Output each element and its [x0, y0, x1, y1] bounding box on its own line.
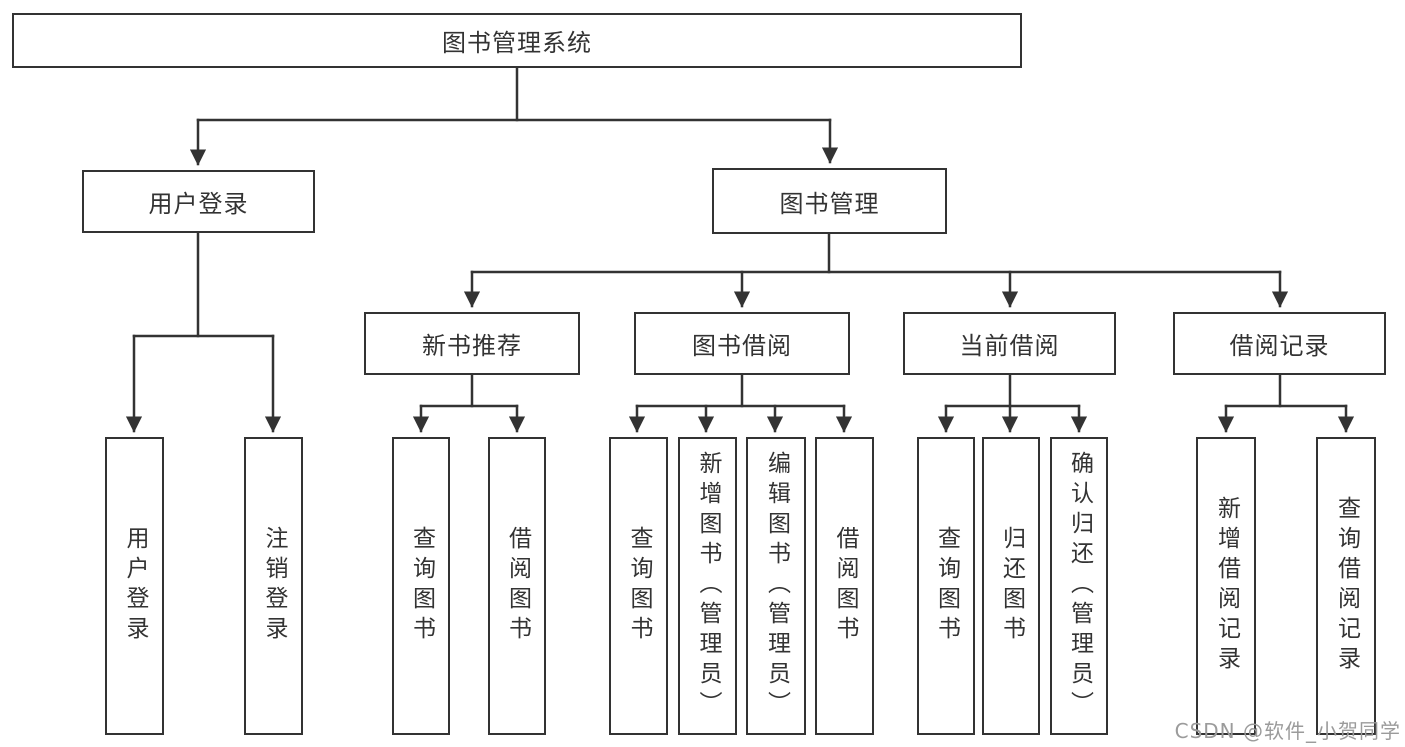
leaf-query-books-current: 查询图书 [917, 437, 975, 735]
node-label: 归还图书 [998, 526, 1025, 646]
node-label: 查询图书 [408, 526, 435, 646]
node-label: 查询图书 [933, 526, 960, 646]
leaf-user-login: 用户登录 [105, 437, 164, 735]
node-label: 图书借阅 [692, 332, 792, 360]
node-label: 查询图书 [626, 526, 652, 646]
node-library-management-system: 图书管理系统 [12, 13, 1022, 68]
leaf-borrow-books-borrowing: 借阅图书 [815, 437, 874, 735]
node-label: 当前借阅 [959, 332, 1060, 360]
node-user-login: 用户登录 [82, 170, 315, 233]
node-label: 用户登录 [148, 190, 249, 218]
node-label: 编辑图书（管理员） [763, 451, 790, 721]
node-label: 借阅图书 [504, 526, 531, 646]
node-label: 注销登录 [261, 526, 287, 646]
node-label: 借阅记录 [1229, 332, 1330, 360]
node-label: 新书推荐 [422, 332, 522, 360]
leaf-add-books-admin: 新增图书（管理员） [678, 437, 737, 735]
node-label: 借阅图书 [832, 526, 858, 646]
leaf-borrow-books-recommend: 借阅图书 [488, 437, 546, 735]
node-label: 图书管理系统 [442, 29, 592, 57]
leaf-return-books: 归还图书 [982, 437, 1040, 735]
node-label: 图书管理 [779, 189, 880, 218]
leaf-edit-books-admin: 编辑图书（管理员） [746, 437, 806, 735]
node-book-management: 图书管理 [712, 168, 947, 234]
leaf-query-books-recommend: 查询图书 [392, 437, 450, 735]
node-borrowing-records: 借阅记录 [1173, 312, 1386, 375]
leaf-query-borrow-record: 查询借阅记录 [1316, 437, 1376, 735]
node-book-borrowing: 图书借阅 [634, 312, 850, 375]
node-label: 查询借阅记录 [1333, 496, 1360, 676]
leaf-add-borrow-record: 新增借阅记录 [1196, 437, 1256, 735]
leaf-logout: 注销登录 [244, 437, 303, 735]
node-new-book-recommend: 新书推荐 [364, 312, 580, 375]
watermark-text: CSDN @软件_小贺同学 [1174, 719, 1401, 743]
leaf-confirm-return-admin: 确认归还（管理员） [1050, 437, 1108, 735]
node-label: 用户登录 [122, 526, 148, 646]
node-label: 新增图书（管理员） [695, 451, 721, 721]
node-current-borrowing: 当前借阅 [903, 312, 1116, 375]
node-label: 确认归还（管理员） [1066, 451, 1093, 721]
leaf-query-books-borrowing: 查询图书 [609, 437, 668, 735]
node-label: 新增借阅记录 [1213, 496, 1240, 676]
